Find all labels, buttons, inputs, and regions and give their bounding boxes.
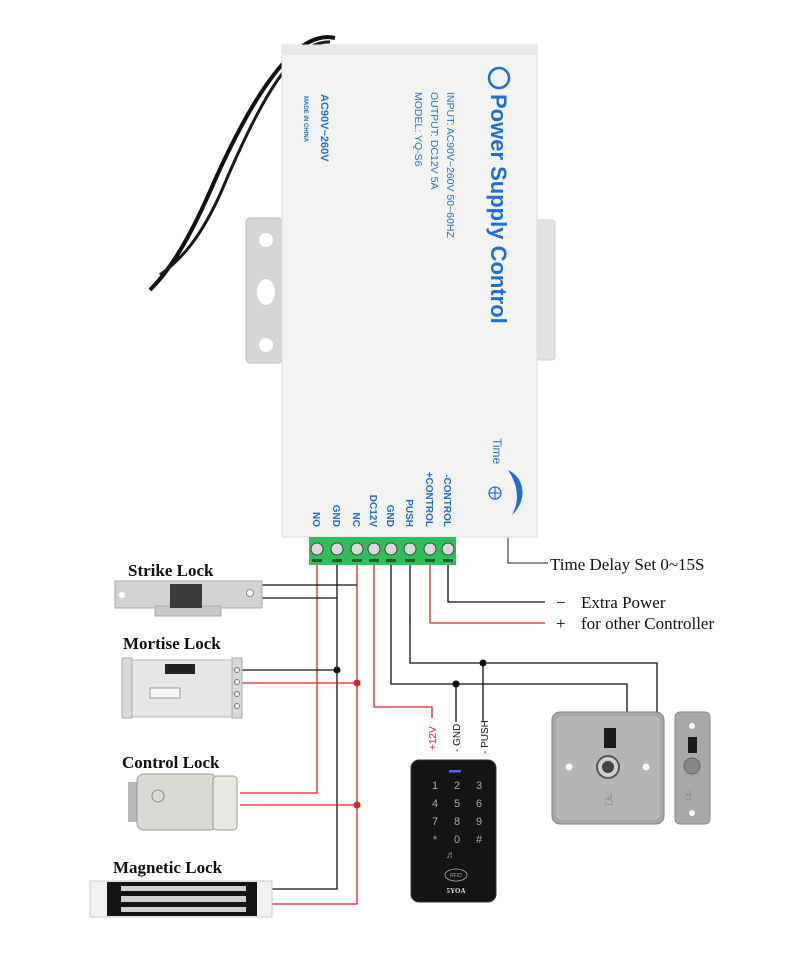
- wire-gnd-locks: [272, 565, 338, 890]
- terminal-slot: [405, 559, 415, 562]
- mounting-ear-right: [534, 219, 556, 361]
- wires: [240, 565, 658, 905]
- extra-power-line2: for other Controller: [581, 614, 714, 633]
- rfid-keypad: 1 2 3 4 5 6 7 8 9 * 0 # ♬ RFID 5YOA: [410, 759, 497, 903]
- terminal-screw[interactable]: [310, 542, 324, 556]
- brand-title: Power Supply Control: [486, 94, 511, 324]
- terminal-label: GND: [384, 505, 395, 527]
- wire-dc12v: [373, 565, 433, 718]
- terminal-slot: [443, 559, 453, 562]
- mounting-ear-left: [245, 217, 283, 364]
- wire-no: [240, 565, 318, 794]
- wire-push: [409, 565, 658, 712]
- keypad-key[interactable]: 2: [454, 780, 460, 792]
- plus-sign: +: [556, 614, 566, 633]
- terminal-label: +CONTROL: [423, 472, 434, 527]
- exit-button-square: ☝: [551, 711, 665, 825]
- keypad-key[interactable]: #: [476, 834, 483, 846]
- hand-icon: ☝: [604, 790, 614, 809]
- terminal-slot: [386, 559, 396, 562]
- keypad-key[interactable]: 0: [454, 834, 460, 846]
- time-delay-leader: [507, 538, 548, 564]
- wire-plus-control: [429, 565, 545, 624]
- brand-logo-icon: [487, 66, 511, 90]
- terminal-labels: NO GND NC DC12V GND PUSH +CONTROL -CONTROL: [310, 472, 452, 528]
- keypad-key[interactable]: 3: [476, 780, 482, 792]
- power-supply-body: [281, 44, 538, 538]
- input-spec: INPUT: AC90V~260V 50~60HZ: [444, 92, 456, 239]
- mortise-lock-label: Mortise Lock: [123, 634, 221, 653]
- keypad-wire-label-push: - PUSH: [480, 720, 491, 754]
- time-delay-label: Time Delay Set 0~15S: [550, 555, 705, 574]
- time-knob-icon[interactable]: [488, 470, 523, 515]
- extra-power-line1: Extra Power: [581, 593, 666, 612]
- terminal-screw[interactable]: [441, 542, 455, 556]
- strike-lock-image: [114, 580, 263, 617]
- terminal-screw[interactable]: [330, 542, 344, 556]
- terminal-slot: [332, 559, 342, 562]
- keypad-key[interactable]: 5: [454, 798, 460, 810]
- side-voltage: AC90V~260V: [318, 94, 330, 162]
- terminal-label: NO: [310, 512, 321, 527]
- output-spec: OUTPUT: DC12V 5A: [428, 92, 440, 189]
- terminal-screw[interactable]: [403, 542, 417, 556]
- wire-nc: [272, 565, 358, 905]
- exit-button-slim: ☝: [674, 711, 711, 825]
- hand-icon-slim: ☝: [684, 789, 692, 804]
- keypad-key[interactable]: 7: [432, 816, 438, 828]
- terminal-label: PUSH: [403, 499, 414, 527]
- magnetic-lock-label: Magnetic Lock: [113, 858, 223, 877]
- keypad-key[interactable]: 1: [432, 780, 438, 792]
- terminal-screw[interactable]: [350, 542, 364, 556]
- device-label-block: Power Supply Control: [486, 66, 511, 324]
- keypad-bell-icon: ♬: [446, 850, 456, 861]
- mortise-lock-image: [121, 657, 243, 719]
- terminal-label: DC12V: [367, 495, 378, 528]
- time-label: Time: [490, 438, 504, 465]
- terminal-slot: [312, 559, 322, 562]
- strike-lock-label: Strike Lock: [128, 561, 214, 580]
- terminal-slot: [352, 559, 362, 562]
- keypad-wire-label-gnd: - GND: [452, 724, 463, 752]
- rfid-label: RFID: [450, 873, 462, 879]
- terminal-screw[interactable]: [367, 542, 381, 556]
- model-label: MODEL: YQ-S6: [412, 92, 424, 167]
- minus-sign: −: [556, 593, 566, 612]
- control-lock-label: Control Lock: [122, 753, 220, 772]
- terminal-screw[interactable]: [384, 542, 398, 556]
- keypad-wire-label-12v: +12V: [428, 726, 439, 750]
- terminal-label: NC: [350, 513, 361, 527]
- wire-minus-control: [447, 565, 545, 603]
- keypad-key[interactable]: 8: [454, 816, 460, 828]
- terminal-label: GND: [330, 505, 341, 527]
- control-lock-image: [128, 773, 238, 831]
- keypad-key[interactable]: 4: [432, 798, 438, 810]
- keypad-brand: 5YOA: [446, 887, 465, 895]
- wire-gnd-keypad: [390, 565, 628, 712]
- terminal-screw[interactable]: [423, 542, 437, 556]
- keypad-key[interactable]: *: [433, 834, 438, 846]
- magnetic-lock-image: [89, 880, 273, 918]
- keypad-key[interactable]: 6: [476, 798, 482, 810]
- terminal-slot: [369, 559, 379, 562]
- made-in-label: MADE IN CHINA: [302, 96, 308, 143]
- keypad-key[interactable]: 9: [476, 816, 482, 828]
- terminal-label: -CONTROL: [441, 474, 452, 527]
- terminal-slot: [425, 559, 435, 562]
